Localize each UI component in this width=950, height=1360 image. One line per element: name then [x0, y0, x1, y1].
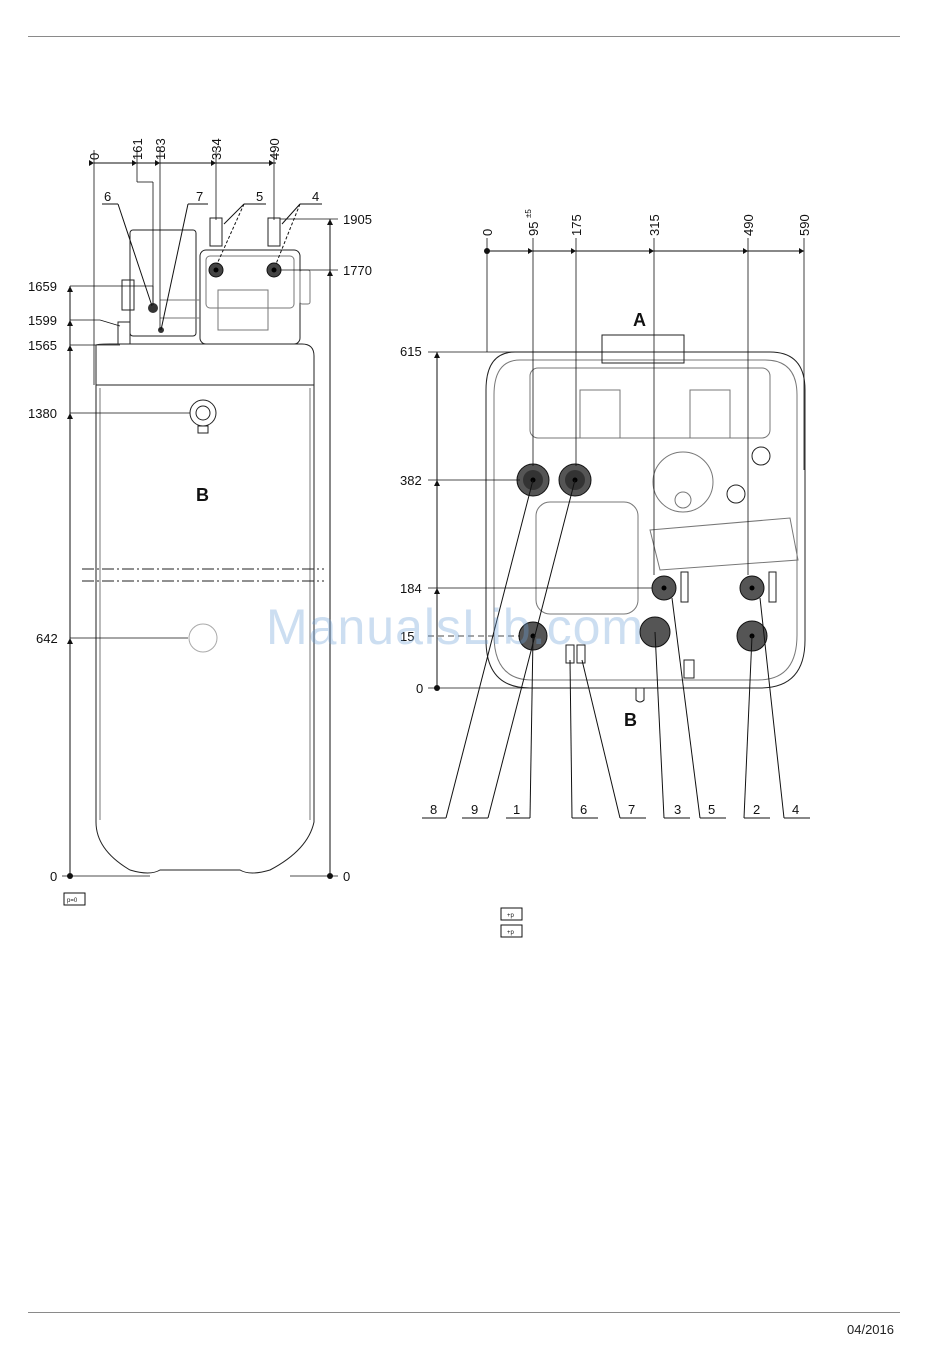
side-dim-490: 490 [267, 138, 282, 160]
side-letter-b: B [196, 485, 209, 505]
callout-7: 7 [196, 189, 203, 204]
tank-top-cap [96, 344, 314, 385]
callout-4: 4 [312, 189, 319, 204]
label-6: 6 [580, 802, 587, 817]
pressure-zero-icon-text: p=0 [67, 898, 78, 904]
watermark: ManualsLib.com [266, 598, 644, 656]
label-7: 7 [628, 802, 635, 817]
side-dim-1905: 1905 [343, 212, 372, 227]
pipe-5 [210, 218, 222, 246]
top-view: 0 95 ±5 175 315 490 590 615 382 184 15 0… [400, 209, 812, 937]
label-5: 5 [708, 802, 715, 817]
top-dim-0: 0 [480, 229, 495, 236]
top-dim-95: 95 [526, 222, 541, 236]
pipe-4 [268, 218, 280, 246]
top-dim-95-tolerance: ±5 [524, 209, 533, 218]
side-dim-0: 0 [87, 153, 102, 160]
pressure-plus-icon-2-text: +p [507, 930, 515, 936]
top-letter-b: B [624, 710, 637, 730]
label-1: 1 [513, 802, 520, 817]
side-top-dimensions: 0 161 183 334 490 [87, 138, 282, 385]
top-dim-184: 184 [400, 581, 422, 596]
side-dim-334: 334 [209, 138, 224, 160]
side-dim-1599: 1599 [28, 313, 57, 328]
callout-5: 5 [256, 189, 263, 204]
side-dim-161: 161 [130, 138, 145, 160]
callout-6: 6 [104, 189, 111, 204]
side-dim-0-right: 0 [343, 869, 350, 884]
label-9: 9 [471, 802, 478, 817]
side-dim-1659: 1659 [28, 279, 57, 294]
side-dim-183: 183 [153, 138, 168, 160]
top-dim-315: 315 [647, 214, 662, 236]
side-dim-1380: 1380 [28, 406, 57, 421]
top-dim-590: 590 [797, 214, 812, 236]
top-letter-a: A [633, 310, 646, 330]
side-dim-1770: 1770 [343, 263, 372, 278]
label-4: 4 [792, 802, 799, 817]
top-compartment [530, 368, 770, 438]
top-dim-382: 382 [400, 473, 422, 488]
side-dim-642: 642 [36, 631, 58, 646]
top-box-a [602, 335, 684, 363]
side-connection-642 [189, 624, 217, 652]
top-dim-615: 615 [400, 344, 422, 359]
side-dim-1565: 1565 [28, 338, 57, 353]
top-dim-175: 175 [569, 214, 584, 236]
label-8: 8 [430, 802, 437, 817]
side-dim-0-bottom: 0 [50, 869, 57, 884]
label-2: 2 [753, 802, 760, 817]
side-right-dimensions: 1905 1770 0 [280, 212, 372, 884]
label-3: 3 [674, 802, 681, 817]
top-dim-0-left: 0 [416, 681, 423, 696]
side-view: 0 161 183 334 490 6 7 5 4 [28, 138, 372, 905]
top-dim-490: 490 [741, 214, 756, 236]
side-connection-1380 [190, 400, 216, 426]
pressure-plus-icon-1-text: +p [507, 913, 515, 919]
side-callouts: 6 7 5 4 [102, 189, 322, 330]
